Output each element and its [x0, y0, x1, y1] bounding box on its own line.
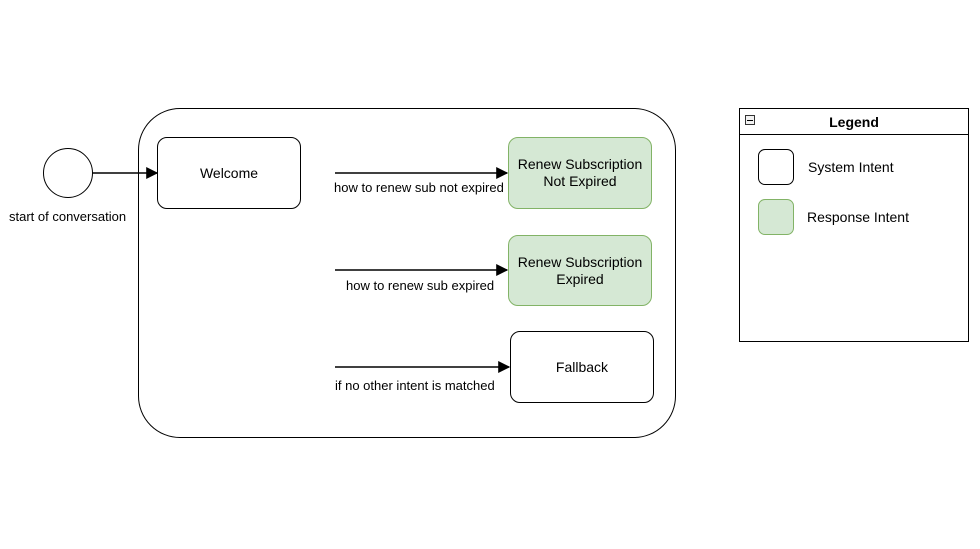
- renew-expired-node-label: Renew Subscription Expired: [517, 253, 643, 287]
- edge-label-not-expired: how to renew sub not expired: [334, 180, 504, 195]
- start-node[interactable]: [43, 148, 93, 198]
- renew-not-expired-node-label: Renew Subscription Not Expired: [517, 156, 643, 189]
- renew-expired-node[interactable]: Renew Subscription Expired: [508, 235, 652, 306]
- fallback-node-label: Fallback: [555, 358, 609, 375]
- fallback-node[interactable]: Fallback: [510, 331, 654, 403]
- legend-swatch-response-intent: [758, 199, 794, 235]
- legend-label-system-intent: System Intent: [808, 159, 894, 175]
- renew-not-expired-node[interactable]: Renew Subscription Not Expired: [508, 137, 652, 209]
- intent-container: [138, 108, 676, 438]
- edge-label-expired: how to renew sub expired: [346, 278, 495, 293]
- start-label: start of conversation: [9, 209, 127, 224]
- legend-label-response-intent: Response Intent: [807, 209, 909, 225]
- welcome-node[interactable]: Welcome: [157, 137, 301, 209]
- legend-panel: Legend System Intent Response Intent: [739, 108, 969, 342]
- edge-label-fallback: if no other intent is matched: [335, 378, 495, 393]
- collapse-icon[interactable]: [745, 115, 755, 125]
- legend-header: Legend: [740, 109, 968, 135]
- legend-swatch-system-intent: [758, 149, 794, 185]
- legend-title: Legend: [829, 113, 879, 130]
- welcome-node-label: Welcome: [199, 164, 259, 181]
